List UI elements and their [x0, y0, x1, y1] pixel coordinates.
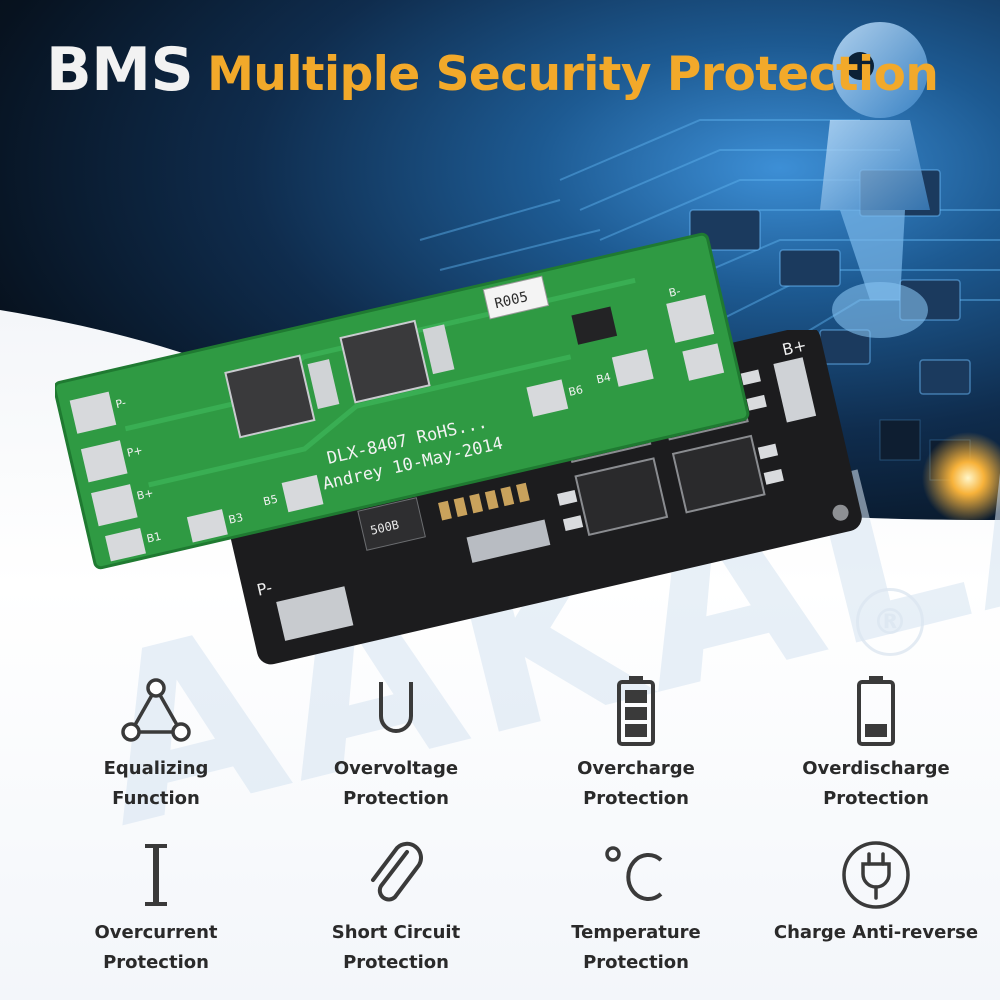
plug-icon [842, 841, 910, 909]
full-battery-icon [617, 676, 655, 746]
feature-label-line1: Temperature [571, 922, 701, 943]
feature-label-line2: Protection [343, 952, 449, 973]
pad-label-b4: B4 [595, 370, 612, 386]
feature-label-line2: Protection [343, 788, 449, 809]
pad-label-pplus: P+ [126, 444, 144, 460]
feature-label: Overvoltage Protection [286, 754, 506, 814]
feature-overdischarge: Overdischarge Protection [766, 674, 986, 814]
feature-label-line1: Overdischarge [802, 758, 950, 779]
circuit-traces [419, 22, 1000, 524]
feature-label: Temperature Protection [526, 918, 746, 978]
feature-charge-anti-reverse: Charge Anti-reverse [766, 838, 986, 948]
triangle-nodes-icon [121, 678, 191, 742]
feature-label-line1: Short Circuit [331, 922, 461, 943]
pad-label-b1: B1 [145, 530, 162, 546]
green-pcb-board: R005 DLX-8407 RoHS... Andrey 10-May-2014… [55, 232, 750, 570]
black-pad-label-pminus: P- [255, 578, 274, 600]
feature-label-line1: Overcurrent [94, 922, 218, 943]
feature-label: Overcharge Protection [526, 754, 746, 814]
u-magnet-icon [379, 682, 413, 733]
celsius-icon [605, 846, 663, 901]
robot-figure [820, 22, 930, 338]
black-resistor-code: 500B [369, 518, 400, 538]
feature-label-line1: Overcharge [577, 758, 695, 779]
feature-label-line1: Charge Anti-reverse [773, 922, 979, 943]
feature-overvoltage: Overvoltage Protection [286, 674, 506, 814]
feature-label-line2: Protection [583, 788, 689, 809]
feature-label-line1: Equalizing [103, 758, 209, 779]
feature-label-line2: Protection [823, 788, 929, 809]
feature-overcharge: Overcharge Protection [526, 674, 746, 814]
feature-label-line1: Overvoltage [333, 758, 459, 779]
feature-short-circuit: Short Circuit Protection [286, 838, 506, 978]
feature-label-line2: Protection [583, 952, 689, 973]
feature-temperature: Temperature Protection [526, 838, 746, 978]
pad-label-b5: B5 [262, 492, 279, 508]
feature-label: Equalizing Function [46, 754, 266, 814]
green-resistor-code: R005 [493, 289, 529, 312]
pad-label-bplus: B+ [135, 486, 154, 502]
low-battery-icon [857, 676, 895, 746]
feature-grid: Equalizing Function Overvoltage Protecti… [0, 660, 1000, 1000]
registered-mark: ® [856, 588, 924, 656]
feature-label: Charge Anti-reverse [766, 918, 986, 948]
pad-label-b6: B6 [567, 383, 584, 399]
paperclip-icon [371, 841, 423, 902]
feature-label: Overdischarge Protection [766, 754, 986, 814]
feature-label-line2: Protection [103, 952, 209, 973]
pad-label-pminus: P- [114, 396, 127, 411]
title-text: Multiple Security Protection [207, 47, 939, 102]
light-glow [922, 432, 1000, 524]
feature-label: Overcurrent Protection [46, 918, 266, 978]
pad-label-bminus: B- [667, 285, 681, 300]
brand-text: BMS [46, 35, 194, 105]
feature-equalizing: Equalizing Function [46, 674, 266, 814]
current-i-icon [145, 844, 167, 906]
black-pad-label-bplus: B+ [780, 335, 808, 359]
pad-label-b3: B3 [227, 511, 244, 527]
feature-overcurrent: Overcurrent Protection [46, 838, 266, 978]
feature-label: Short Circuit Protection [286, 918, 506, 978]
feature-label-line2: Function [112, 788, 200, 809]
